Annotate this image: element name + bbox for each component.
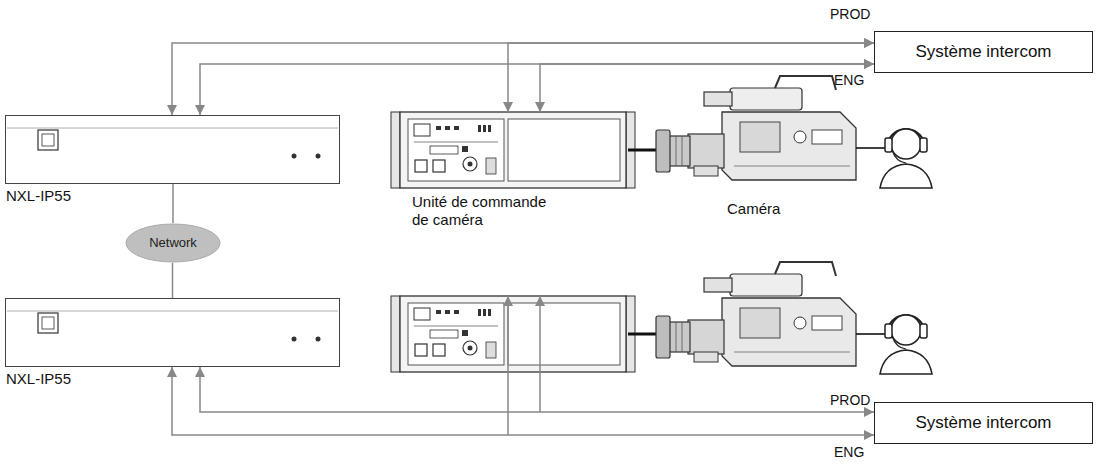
intercom-wire <box>539 296 541 412</box>
signal-name: ENG <box>834 444 864 460</box>
nxl-front-details <box>7 128 338 159</box>
intercom-line <box>200 64 874 115</box>
camera-with-headset <box>656 262 932 374</box>
node-label: Network <box>149 235 197 251</box>
camera-with-headset <box>656 76 932 188</box>
intercom-wire <box>507 296 509 435</box>
camera-control-unit: Unité de commande de caméra <box>400 112 626 188</box>
intercom-line <box>172 43 874 115</box>
node-label: NXL-IP55 <box>6 370 71 388</box>
signal-name: PROD <box>830 6 870 22</box>
nxl-unit: NXL-IP55 <box>5 115 340 184</box>
signal-name: ENG <box>834 72 864 88</box>
intercom-line <box>540 64 874 112</box>
intercom-line <box>172 263 174 298</box>
intercom-box: Système intercom <box>874 31 1093 73</box>
node-label: Système intercom <box>915 42 1051 62</box>
intercom-line <box>172 184 174 223</box>
intercom-line <box>172 367 874 435</box>
camera-control-unit <box>391 296 656 372</box>
intercom-line <box>508 43 874 112</box>
part-name: Caméra <box>727 200 780 217</box>
network-cloud: Network <box>125 223 221 263</box>
nxl-front-details <box>7 311 338 342</box>
intercom-box: Système intercom <box>874 402 1093 444</box>
signal-name: PROD <box>830 392 870 408</box>
node-label: Unité de commande de caméra <box>412 193 562 229</box>
nxl-unit: NXL-IP55 <box>5 298 340 367</box>
node-label: Système intercom <box>915 413 1051 433</box>
intercom-line <box>200 367 874 412</box>
camera-control-unit <box>391 112 656 188</box>
node-label: NXL-IP55 <box>6 187 71 205</box>
